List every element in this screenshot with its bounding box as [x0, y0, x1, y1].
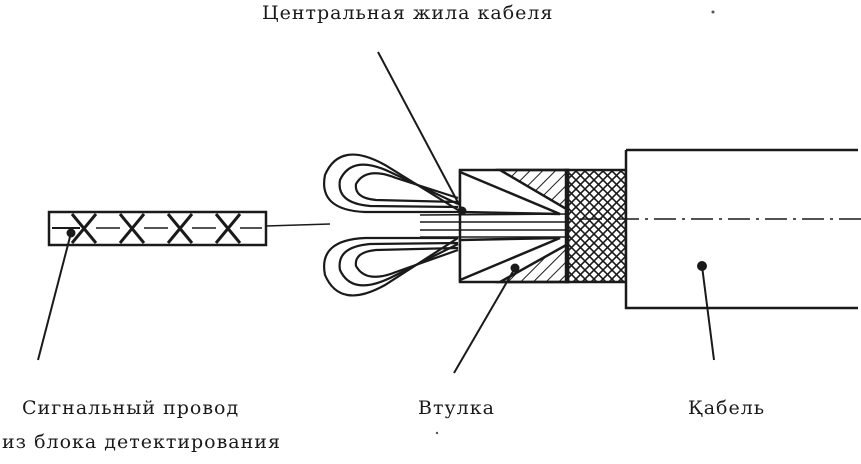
connecting-wire — [265, 223, 331, 227]
label-signal-wire-source: из блока детектирования — [2, 431, 281, 453]
label-sleeve: Втулка — [418, 397, 495, 419]
label-signal-wire: Сигнальный провод — [22, 397, 240, 419]
leader-lines — [37, 51, 715, 374]
core-wire-strands — [419, 213, 571, 238]
cable-braid — [564, 168, 628, 284]
signal-wire — [47, 210, 268, 247]
print-speck — [711, 10, 715, 14]
print-speck — [435, 431, 439, 435]
cable-body — [624, 148, 858, 310]
label-central-core: Центральная жила кабеля — [262, 2, 554, 24]
core-loops — [323, 153, 459, 297]
label-cable: Қабель — [688, 397, 766, 419]
